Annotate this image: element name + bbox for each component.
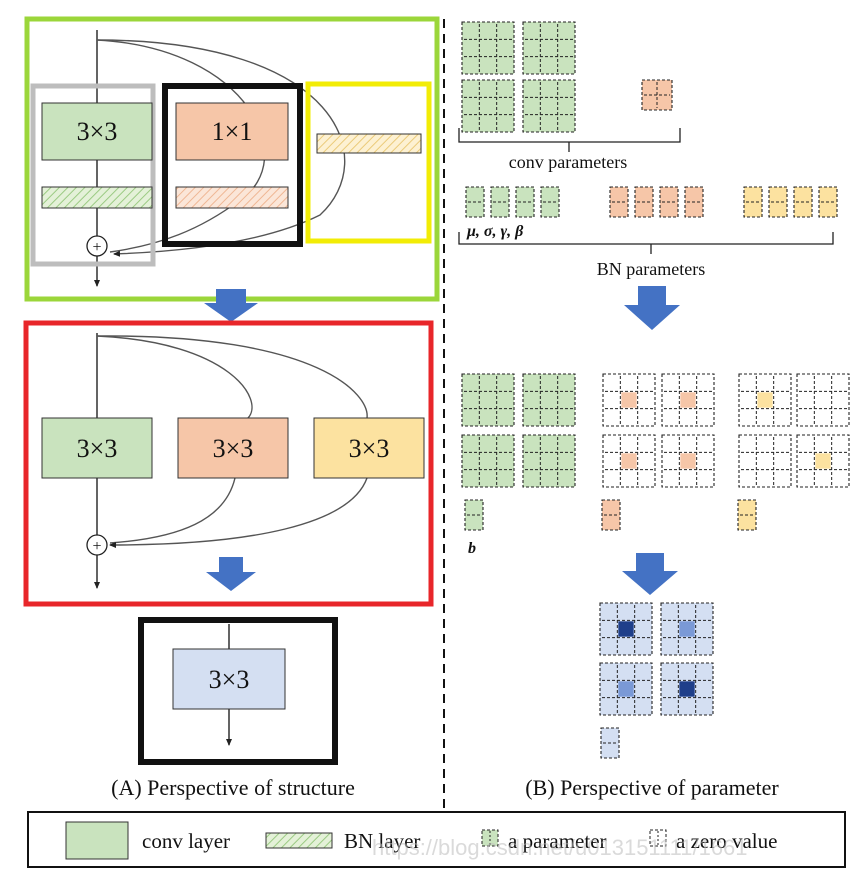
arrow-structure-2	[206, 557, 256, 591]
bn-param-yellow-3	[793, 186, 813, 218]
arrow-parameter-2	[622, 553, 678, 595]
top-bn-orange	[175, 186, 289, 209]
middle-conv-green-box	[41, 417, 153, 479]
bn-params-brace	[458, 232, 834, 254]
bn-param-orange-3	[659, 186, 679, 218]
yellow-branch-frame	[305, 81, 432, 244]
bn-param-yellow-2	[768, 186, 788, 218]
bottom-conv-blue-box	[172, 648, 286, 710]
final-kernel-2	[660, 602, 714, 656]
middle-conv-orange-box	[177, 417, 289, 479]
top-conv-1x1-box	[175, 102, 289, 161]
legend-bn-swatch	[265, 832, 333, 849]
structure-caption: (A) Perspective of structure	[111, 775, 355, 800]
top-branch-arc-identity	[96, 39, 346, 257]
middle-sum-symbol: +	[92, 538, 101, 555]
bottom-block-frame	[138, 617, 338, 765]
final-kernel-1	[599, 602, 653, 656]
legend-parameter-text: a parameter	[508, 829, 607, 853]
conv-param-green-4	[522, 79, 576, 133]
bn-symbols-label: μ, σ, γ, β	[466, 223, 524, 240]
fused-green-2	[522, 373, 576, 427]
top-bn-green	[41, 186, 153, 209]
legend-bn-text: BN layer	[344, 829, 420, 853]
fused-orange-4	[661, 434, 715, 488]
conv-param-green-1	[461, 21, 515, 75]
conv-param-orange-1x1	[641, 79, 673, 111]
bias-symbol-label: b	[468, 540, 476, 557]
bn-param-yellow-1	[743, 186, 763, 218]
final-kernel-3	[599, 662, 653, 716]
fused-green-3	[461, 434, 515, 488]
fused-orange-2	[661, 373, 715, 427]
bn-param-green-4	[540, 186, 560, 218]
middle-conv-green-label: 3×3	[77, 434, 118, 463]
bn-param-green-2	[490, 186, 510, 218]
fused-green-4	[522, 434, 576, 488]
arrow-parameter-1	[624, 286, 680, 330]
top-conv-3x3-box	[41, 102, 153, 161]
bn-param-orange-2	[634, 186, 654, 218]
top-conv-1x1-label: 1×1	[212, 117, 253, 146]
conv-params-label: conv parameters	[509, 152, 627, 172]
top-sum-symbol: +	[92, 239, 101, 256]
middle-block-frame	[23, 320, 434, 607]
bn-params-label: BN parameters	[597, 259, 705, 279]
bn-param-orange-1	[609, 186, 629, 218]
fused-yellow-1	[738, 373, 792, 427]
bn-param-yellow-4	[818, 186, 838, 218]
bn-param-green-3	[515, 186, 535, 218]
middle-return-arc-yellow	[109, 477, 368, 548]
bias-green	[464, 499, 484, 531]
parameter-caption: (B) Perspective of parameter	[525, 775, 779, 800]
fused-green-1	[461, 373, 515, 427]
legend-frame	[27, 811, 846, 868]
fused-orange-3	[602, 434, 656, 488]
middle-branch-arc-orange	[96, 335, 253, 419]
legend-parameter-icon	[481, 829, 499, 847]
parameter-grids-layer	[461, 21, 850, 759]
final-kernel-4	[660, 662, 714, 716]
conv-params-brace	[458, 128, 681, 152]
conv-param-green-2	[522, 21, 576, 75]
fused-orange-1	[602, 373, 656, 427]
middle-conv-yellow-box	[313, 417, 425, 479]
fused-yellow-4	[796, 434, 850, 488]
fused-yellow-2	[796, 373, 850, 427]
legend-conv-text: conv layer	[142, 829, 230, 853]
conv-param-green-3	[461, 79, 515, 133]
gray-branch-frame	[30, 83, 156, 267]
legend-zero-text: a zero value	[676, 829, 777, 853]
middle-return-arc-orange	[109, 477, 236, 544]
bn-param-green-1	[465, 186, 485, 218]
middle-conv-yellow-label: 3×3	[349, 434, 390, 463]
watermark: https://blog.csdn.net/u013151111/1661	[372, 835, 748, 860]
legend-zero-icon	[649, 829, 667, 847]
top-conv-3x3-label: 3×3	[77, 117, 118, 146]
middle-sum-node	[86, 534, 108, 556]
bias-yellow	[737, 499, 757, 531]
bn-param-orange-4	[684, 186, 704, 218]
top-bn-yellow	[316, 133, 422, 154]
middle-branch-arc-yellow	[96, 335, 368, 419]
final-bias	[600, 727, 620, 759]
legend-conv-swatch	[65, 821, 129, 860]
bottom-conv-blue-label: 3×3	[209, 665, 250, 694]
bias-orange	[601, 499, 621, 531]
black-branch-frame	[162, 83, 303, 247]
fused-yellow-3	[738, 434, 792, 488]
middle-conv-orange-label: 3×3	[213, 434, 254, 463]
top-sum-node	[86, 235, 108, 257]
arrow-structure-1	[204, 289, 258, 322]
